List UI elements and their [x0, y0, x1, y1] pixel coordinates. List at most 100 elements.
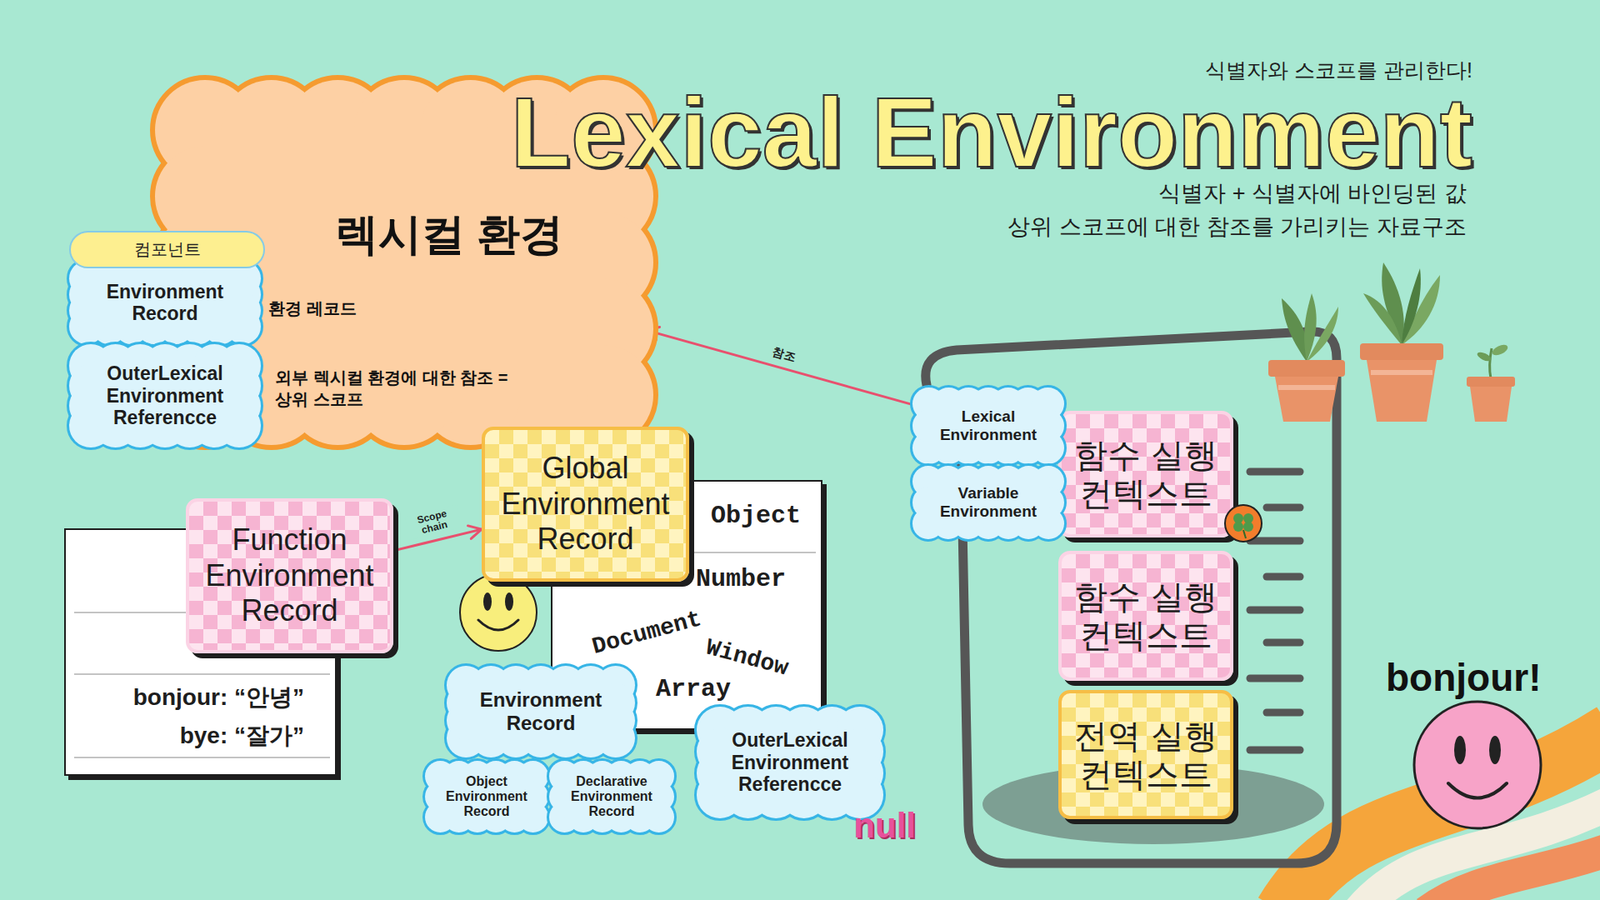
- connector-line: [645, 330, 915, 405]
- cloud-stroke: [696, 706, 884, 819]
- text-frame: Lexical Environment: [910, 385, 1067, 467]
- cloud-core: [86, 278, 244, 327]
- leaf: [1363, 293, 1402, 345]
- plant-pot: [1268, 293, 1345, 422]
- pot-rim: [1360, 343, 1444, 360]
- cloud-fill: [912, 465, 1065, 540]
- pot-body: [1470, 386, 1512, 422]
- text-block: 렉시컬 환경: [335, 205, 564, 265]
- reference-cloud: OuterLexical Environment Referenccenull: [694, 704, 886, 821]
- cloud-fill: [912, 387, 1065, 465]
- cloud-fill: [446, 665, 635, 758]
- connector-label: 참조: [767, 342, 801, 367]
- text-anchor: 식별자 + 식별자에 바인딩된 값: [1158, 178, 1467, 209]
- clover-leaf: [1233, 513, 1244, 524]
- component-cloud: OuterLexical Environment Referencce: [66, 341, 264, 450]
- leaf: [1490, 342, 1510, 358]
- beaker-outline: [925, 331, 1337, 864]
- record-box: Function Environment Record: [185, 498, 394, 654]
- sprout: [1489, 348, 1492, 379]
- plant-pot: [1466, 342, 1515, 422]
- cloud-fill: [425, 760, 549, 833]
- smiley-eye: [505, 592, 514, 611]
- node-text: Global Environment Record: [491, 450, 680, 557]
- environment-cloud: Variable Environment: [910, 463, 1067, 542]
- text-block: 컴포넌트: [134, 238, 201, 261]
- text-block: OuterLexical Environment Referencce: [717, 729, 864, 795]
- cloud-stroke: [912, 465, 1065, 540]
- leaf: [1475, 350, 1493, 364]
- pot-band: [1370, 370, 1433, 375]
- subtitle: 식별자 + 식별자에 바인딩된 값: [1158, 178, 1467, 209]
- node-text: Variable Environment: [930, 484, 1047, 521]
- smiley-eye: [483, 592, 492, 611]
- node-text: OuterLexical Environment Referencce: [92, 362, 239, 429]
- cloud-stroke: [912, 387, 1065, 465]
- text-frame: 함수 실행 컨텍스트: [1061, 414, 1230, 535]
- cloud-stroke: [69, 260, 261, 345]
- node-text: Array: [655, 675, 731, 704]
- text-frame: Object Environment Record: [422, 758, 551, 835]
- swirl-band: [1426, 848, 1600, 900]
- text-block: OuterLexical Environment Referencce: [92, 362, 239, 429]
- node-text: 전역 실행 컨텍스트: [1068, 716, 1224, 794]
- text-block: Lexical Environment: [930, 407, 1047, 445]
- text-anchor: Object: [710, 501, 801, 530]
- record-cloud: Declarative Environment Record: [546, 758, 677, 835]
- text-block: 전역 실행 컨텍스트: [1068, 716, 1224, 794]
- smiley-mouth: [1448, 783, 1507, 799]
- smiley-eye: [1454, 735, 1466, 765]
- ruled-line: [677, 551, 816, 554]
- cloud-fill: [549, 760, 675, 833]
- text-block: 함수 실행 컨텍스트: [1068, 435, 1224, 513]
- text-block: Environment Record: [94, 280, 236, 325]
- connector-label: Scope chain: [404, 504, 462, 540]
- record-cloud: Object Environment Record: [422, 758, 551, 835]
- text-frame: OuterLexical Environment Referencce: [66, 341, 264, 450]
- text-anchor: Array: [655, 675, 731, 704]
- leaf: [1304, 293, 1317, 362]
- text-frame: Variable Environment: [910, 463, 1067, 542]
- sticker-disc: [1225, 505, 1262, 542]
- cloud-core: [205, 130, 604, 395]
- cloud-core: [465, 685, 616, 739]
- text-anchor: Number: [695, 565, 786, 594]
- cloud-stroke: [69, 344, 261, 448]
- node-text: Window: [703, 634, 791, 681]
- text-anchor: bonjour!: [1385, 655, 1542, 700]
- node-text: bye: “잘가”: [180, 720, 305, 752]
- text-anchor: Window: [705, 645, 790, 671]
- node-text: Environment Record: [94, 280, 236, 325]
- connector: [393, 525, 482, 551]
- cloud-core: [929, 404, 1049, 449]
- smiley-face: [460, 574, 537, 651]
- smiley-mouth: [478, 620, 519, 630]
- cloud-fill: [69, 260, 261, 345]
- record-box: Global Environment Record: [481, 426, 690, 582]
- cloud-core: [928, 481, 1049, 524]
- clover-leaf: [1233, 521, 1244, 532]
- context-box: 전역 실행 컨텍스트: [1058, 690, 1234, 820]
- node-text: 렉시컬 환경: [335, 205, 564, 265]
- node-text: null: [853, 805, 916, 846]
- text-frame: Environment Record: [444, 663, 638, 760]
- clover-stem: [1243, 530, 1246, 539]
- ruled-line: [74, 756, 330, 759]
- node-text: OuterLexical Environment Referencce: [717, 729, 864, 795]
- cloud-stroke: [425, 760, 549, 833]
- text-frame: 함수 실행 컨텍스트: [1061, 554, 1230, 678]
- tagline: 식별자와 스코프를 관리한다!: [1205, 56, 1473, 85]
- text-anchor: bye: “잘가”: [180, 720, 305, 752]
- ruled-line: [74, 673, 330, 675]
- text-anchor: bonjour: “안녕”: [133, 681, 305, 714]
- text-frame: Function Environment Record: [189, 501, 390, 650]
- context-box: 함수 실행 컨텍스트: [1058, 410, 1234, 538]
- context-box: 함수 실행 컨텍스트: [1058, 550, 1234, 681]
- node-text: Document: [589, 605, 705, 660]
- text-anchor: 상위 스코프에 대한 참조를 가리키는 자료구조: [1007, 211, 1467, 242]
- node-text: Number: [695, 565, 786, 594]
- text-block: Declarative Environment Record: [560, 774, 664, 820]
- greeting: bonjour!: [1385, 655, 1542, 700]
- text-anchor: null: [853, 805, 916, 846]
